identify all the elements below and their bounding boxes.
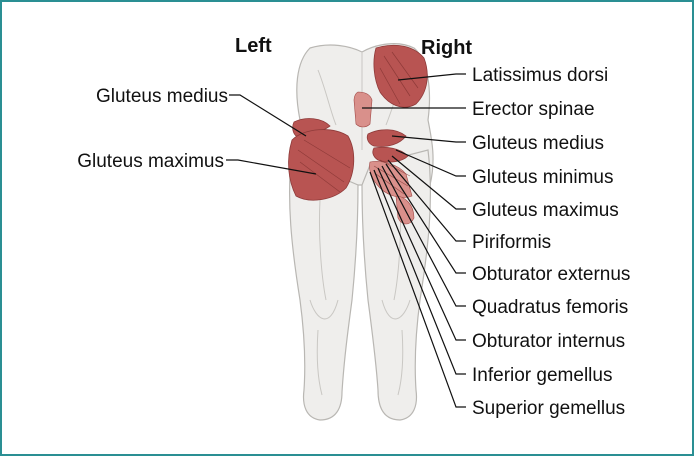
right-side-label: Right	[421, 37, 472, 59]
body-illustration	[289, 44, 434, 420]
left-labels: Gluteus medius Gluteus maximus	[77, 86, 316, 174]
label-obturator-externus: Obturator externus	[472, 264, 630, 285]
label-gluteus-medius-right: Gluteus medius	[472, 133, 604, 154]
label-obturator-internus: Obturator internus	[472, 331, 625, 352]
erector-spinae-muscle	[354, 92, 372, 127]
label-piriformis: Piriformis	[472, 232, 551, 253]
label-quadratus-femoris: Quadratus femoris	[472, 297, 628, 318]
label-inferior-gemellus: Inferior gemellus	[472, 365, 612, 386]
label-left-gluteus-medius: Gluteus medius	[96, 86, 228, 107]
label-erector-spinae: Erector spinae	[472, 99, 595, 120]
label-latissimus-dorsi: Latissimus dorsi	[472, 65, 608, 86]
label-gluteus-maximus-right: Gluteus maximus	[472, 200, 619, 221]
left-side-label: Left	[235, 35, 272, 57]
label-left-gluteus-maximus: Gluteus maximus	[77, 151, 224, 172]
label-gluteus-minimus: Gluteus minimus	[472, 167, 614, 188]
label-superior-gemellus: Superior gemellus	[472, 398, 625, 419]
left-gluteus-maximus-muscle	[289, 130, 354, 201]
